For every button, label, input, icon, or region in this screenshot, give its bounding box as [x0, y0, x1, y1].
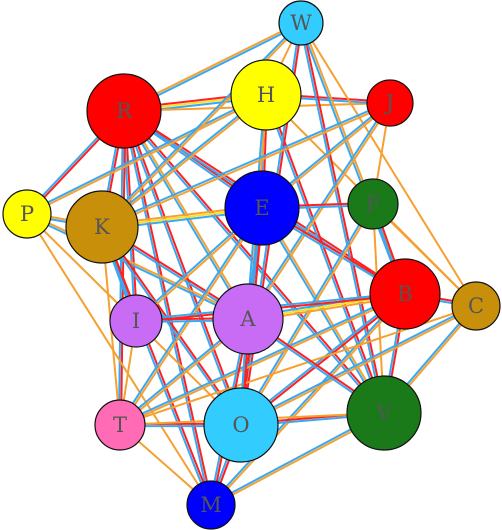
edge-W-C: [300, 22, 477, 307]
node-J-circle: [366, 79, 414, 127]
node-J[interactable]: J: [366, 79, 414, 127]
node-E-circle: [224, 170, 300, 246]
node-P-label: P: [20, 202, 34, 226]
edge-P-A-strand: [25, 214, 249, 321]
node-W-label: W: [290, 11, 312, 35]
node-O[interactable]: O: [203, 387, 279, 463]
node-W[interactable]: W: [278, 0, 324, 46]
node-R[interactable]: R: [86, 73, 162, 149]
edge-H-V-strand: [263, 94, 384, 415]
edge-R-O-strand: [121, 110, 241, 427]
edge-J-A: [246, 101, 392, 321]
edge-J-K-strand: [100, 100, 391, 227]
edge-B-T: [118, 292, 407, 427]
edge-W-V: [298, 21, 387, 415]
edge-W-K: [100, 21, 303, 229]
edge-H-P-strand: [26, 95, 268, 216]
edge-E-V-strand: [260, 207, 384, 415]
node-A-circle: [212, 283, 284, 355]
edge-H-P-strand: [25, 93, 267, 214]
edge-C-O-strand: [239, 304, 477, 425]
node-M-label: M: [200, 493, 222, 517]
edge-H-P: [25, 93, 268, 216]
node-T-circle: [94, 399, 146, 451]
edge-F-O: [239, 202, 375, 427]
edge-H-V-strand: [266, 93, 387, 414]
node-T[interactable]: T: [94, 399, 146, 451]
node-F-circle: [347, 178, 399, 230]
node-C-circle: [451, 281, 501, 331]
edge-P-M: [26, 213, 212, 506]
node-K-label: K: [94, 215, 110, 239]
edge-W-V-strand: [301, 21, 387, 414]
edge-J-A-strand: [246, 101, 390, 320]
node-I-circle: [109, 294, 163, 348]
edge-W-C-strand: [300, 22, 477, 307]
node-A[interactable]: A: [212, 283, 284, 355]
node-O-circle: [203, 387, 279, 463]
node-P[interactable]: P: [2, 189, 52, 239]
edge-P-A: [25, 212, 250, 321]
node-H-label: H: [257, 83, 275, 107]
node-V-circle: [346, 375, 422, 451]
node-P-circle: [2, 189, 52, 239]
edge-W-V-strand: [298, 22, 384, 415]
node-M[interactable]: M: [186, 480, 236, 530]
edge-R-T-strand: [117, 110, 124, 426]
edge-W-K-strand: [101, 22, 303, 229]
node-V[interactable]: V: [346, 375, 422, 451]
edge-J-K: [100, 100, 392, 230]
edge-H-V: [263, 93, 387, 415]
node-J-label: J: [384, 91, 394, 115]
node-I[interactable]: I: [109, 294, 163, 348]
edge-P-M-strand: [26, 213, 212, 506]
node-F-label: F: [366, 192, 381, 216]
node-W-circle: [278, 0, 324, 46]
edge-B-M: [209, 292, 407, 507]
node-K[interactable]: K: [65, 190, 139, 264]
node-B-label: B: [397, 282, 412, 306]
node-T-label: T: [113, 413, 127, 437]
edge-C-O-strand: [240, 306, 478, 427]
node-E-label: E: [254, 196, 269, 220]
node-H[interactable]: H: [230, 59, 302, 131]
node-B[interactable]: B: [369, 258, 441, 330]
node-E[interactable]: E: [224, 170, 300, 246]
node-M-circle: [186, 480, 236, 530]
node-I-label: I: [132, 309, 140, 333]
node-B-circle: [369, 258, 441, 330]
edge-B-M-strand: [209, 292, 406, 506]
node-F[interactable]: F: [347, 178, 399, 230]
node-V-label: V: [375, 401, 392, 425]
node-H-circle: [230, 59, 302, 131]
edge-C-O: [239, 304, 478, 427]
edge-R-M-strand: [121, 110, 211, 507]
node-R-label: R: [116, 99, 133, 123]
edge-J-A-strand: [248, 102, 392, 321]
edge-W-K-strand: [100, 21, 302, 228]
edge-B-T-strand: [119, 294, 407, 427]
node-K-circle: [65, 190, 139, 264]
edge-P-A-strand: [26, 212, 250, 319]
node-O-label: O: [232, 413, 249, 437]
node-R-circle: [86, 73, 162, 149]
node-C[interactable]: C: [451, 281, 501, 331]
edge-B-T-strand: [118, 292, 406, 425]
edge-R-M-strand: [124, 109, 214, 506]
edge-F-O-strand: [241, 203, 375, 427]
edge-R-O-strand: [124, 109, 244, 426]
node-A-label: A: [239, 307, 256, 331]
edge-F-O-strand: [239, 202, 373, 426]
edge-R-M: [121, 109, 214, 507]
edge-K-M-strand: [99, 226, 211, 507]
edge-J-K-strand: [101, 103, 392, 230]
edge-R-O: [121, 109, 244, 427]
edge-B-M-strand: [210, 293, 407, 507]
node-C-label: C: [468, 294, 484, 318]
